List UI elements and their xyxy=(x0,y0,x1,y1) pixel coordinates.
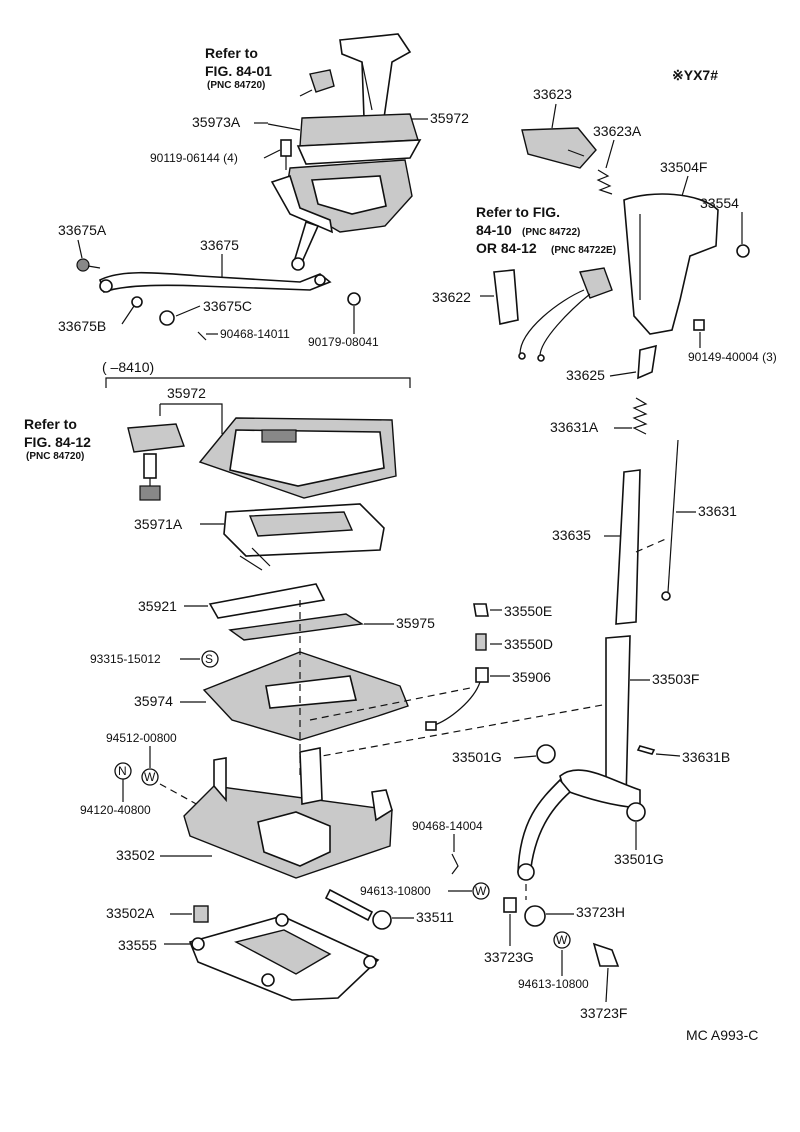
label-94613-10800-a: 94613-10800 xyxy=(360,884,431,898)
ref-84-10-line1: Refer to FIG. xyxy=(476,204,560,220)
label-33675B: 33675B xyxy=(58,318,106,334)
ref-84-01-line2: FIG. 84-01 xyxy=(205,63,272,79)
symbol-n-letter: N xyxy=(118,764,127,778)
label-35972-top: 35972 xyxy=(430,110,469,126)
label-90468-14004: 90468-14004 xyxy=(412,819,483,833)
symbol-s xyxy=(201,650,219,668)
linkage-rod-33675 xyxy=(76,258,361,341)
bracket-label: ( –8410) xyxy=(102,359,154,375)
label-33504F: 33504F xyxy=(660,159,707,175)
label-35973A: 35973A xyxy=(192,114,241,130)
connector-cable xyxy=(493,267,613,362)
label-33555: 33555 xyxy=(118,937,157,953)
label-33503F: 33503F xyxy=(652,671,699,687)
label-33723F: 33723F xyxy=(580,1005,627,1021)
bolt-90119-shape xyxy=(280,139,292,157)
symbol-w-3 xyxy=(553,931,571,949)
knob-33504F-shape xyxy=(623,193,719,335)
bushing-33501G-2 xyxy=(626,802,646,822)
select-lever-assembly xyxy=(503,635,656,967)
label-33635: 33635 xyxy=(552,527,591,543)
label-33554: 33554 xyxy=(700,195,739,211)
plate-35921-shape xyxy=(208,583,326,619)
switch-84-01-shape xyxy=(309,69,335,93)
bushing-33501G-1 xyxy=(536,744,556,764)
label-35921: 35921 xyxy=(138,598,177,614)
label-35972-panel: 35972 xyxy=(167,385,206,401)
lever-33503F-shape xyxy=(605,635,631,803)
label-35906: 35906 xyxy=(512,669,551,685)
label-33675: 33675 xyxy=(200,237,239,253)
bracket-line xyxy=(105,377,411,388)
ref-84-12-pnc-left: (PNC 84720) xyxy=(26,451,84,462)
variant-code: ※YX7# xyxy=(672,67,718,83)
cover-33622-shape xyxy=(493,269,519,325)
label-33550E: 33550E xyxy=(504,603,552,619)
label-33623: 33623 xyxy=(533,86,572,102)
label-90468-14011: 90468-14011 xyxy=(220,327,290,341)
ref-84-01-pnc: (PNC 84720) xyxy=(207,80,265,91)
label-33625: 33625 xyxy=(566,367,605,383)
label-33631A: 33631A xyxy=(550,419,599,435)
label-90179-08041: 90179-08041 xyxy=(308,335,379,349)
label-33622: 33622 xyxy=(432,289,471,305)
switch-84-12 xyxy=(127,423,185,501)
bushing-33502A-shape xyxy=(193,905,209,923)
label-33631: 33631 xyxy=(698,503,737,519)
label-33675C: 33675C xyxy=(203,298,252,314)
label-33502A: 33502A xyxy=(106,905,155,921)
ref-84-12-pnc: (PNC 84722E) xyxy=(551,245,616,256)
symbol-w-1-letter: W xyxy=(144,770,156,784)
symbol-w-2-letter: W xyxy=(475,884,487,898)
tube-33635-shape xyxy=(615,469,641,625)
ref-84-01-line1: Refer to xyxy=(205,45,258,61)
label-94120-40800: 94120-40800 xyxy=(80,803,151,817)
bulb-35906 xyxy=(425,667,489,731)
label-33502: 33502 xyxy=(116,847,155,863)
label-33550D: 33550D xyxy=(504,636,553,652)
label-94512-00800: 94512-00800 xyxy=(106,731,177,745)
label-33631B: 33631B xyxy=(682,749,730,765)
label-90149-40004: 90149-40004 (3) xyxy=(688,350,777,364)
label-33623A: 33623A xyxy=(593,123,642,139)
label-33501G-2: 33501G xyxy=(614,851,664,867)
bolt-33511-shape xyxy=(324,888,374,922)
ref-84-12-line: OR 84-12 xyxy=(476,240,537,256)
label-35971A: 35971A xyxy=(134,516,183,532)
ref-84-12-line2: FIG. 84-12 xyxy=(24,434,91,450)
label-90119-06144: 90119-06144 (4) xyxy=(150,151,238,165)
symbol-w-1 xyxy=(141,768,159,786)
shift-knob-shape xyxy=(339,33,412,119)
symbol-w-3-letter: W xyxy=(556,933,568,947)
ref-84-10-pnc: (PNC 84722) xyxy=(522,227,580,238)
plate-35975-shape xyxy=(228,613,365,641)
label-33723H: 33723H xyxy=(576,904,625,920)
shift-lever-assembly xyxy=(267,33,422,271)
footer-code: MC A993-C xyxy=(686,1027,758,1043)
label-35974: 35974 xyxy=(134,693,173,709)
knob-button-assembly xyxy=(521,127,750,625)
label-33723G: 33723G xyxy=(484,949,534,965)
label-33501G-1: 33501G xyxy=(452,749,502,765)
label-35975: 35975 xyxy=(396,615,435,631)
label-33511: 33511 xyxy=(416,909,454,925)
symbol-w-2 xyxy=(472,882,490,900)
button-33623-shape xyxy=(521,127,597,169)
symbol-s-letter: S xyxy=(205,652,213,666)
label-93315-15012: 93315-15012 xyxy=(90,652,161,666)
ref-84-12-line1: Refer to xyxy=(24,416,77,432)
ref-84-10-line2: 84-10 xyxy=(476,222,512,238)
label-94613-10800-b: 94613-10800 xyxy=(518,977,589,991)
label-33675A: 33675A xyxy=(58,222,107,238)
